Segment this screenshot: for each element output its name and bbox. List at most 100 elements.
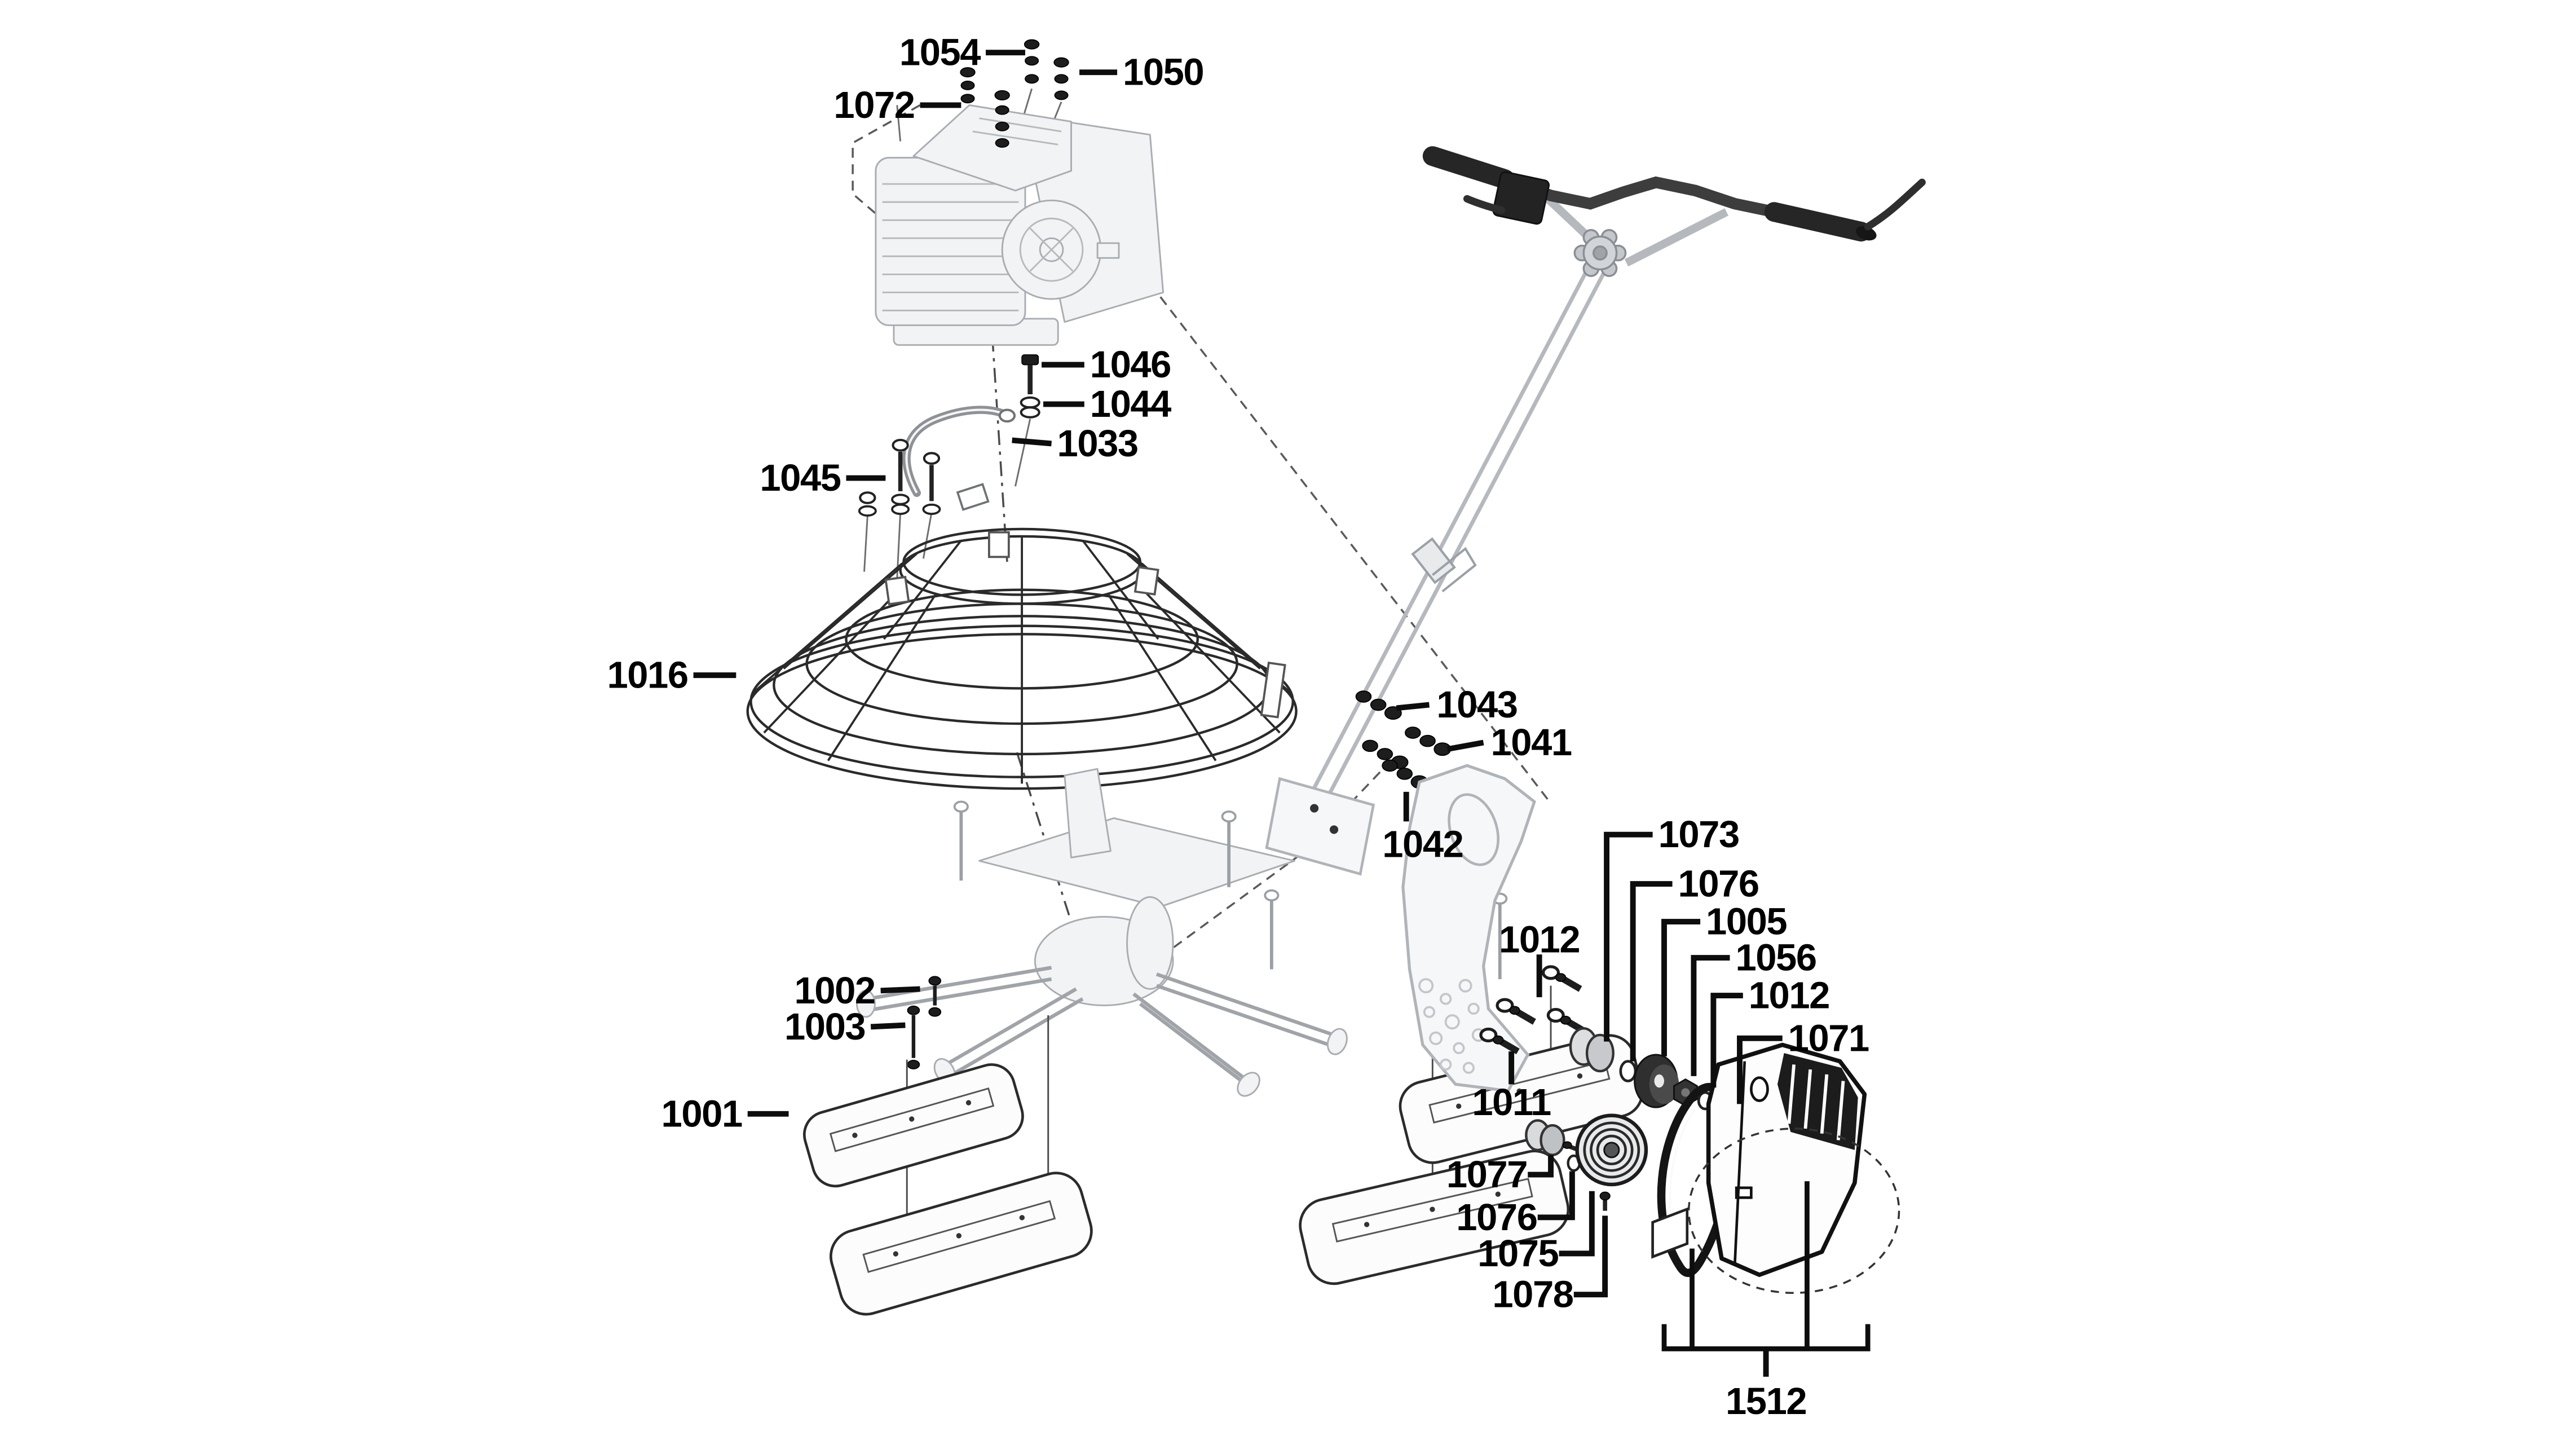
- bolt-pair: [1542, 965, 1582, 992]
- part-label-1041: 1041: [1490, 721, 1571, 764]
- part-label-1046: 1046: [1090, 343, 1171, 386]
- spider-arms: [867, 966, 1335, 1089]
- part-label-1076-top: 1076: [1678, 863, 1759, 905]
- part-label-1077: 1077: [1446, 1153, 1527, 1196]
- bracket-slot: [1448, 793, 1500, 866]
- leader-1043: [1396, 702, 1430, 711]
- part-label-1012-right: 1012: [1749, 975, 1829, 1017]
- leader-1041: [1446, 739, 1484, 752]
- part-label-1003: 1003: [784, 1006, 865, 1048]
- leader-1076-bottom: [1537, 1171, 1575, 1221]
- fasteners-1050: [1053, 57, 1069, 100]
- bushing-1073: [1569, 1027, 1615, 1073]
- part-label-1011: 1011: [1472, 1081, 1551, 1124]
- throttle-cable: [1864, 178, 1926, 231]
- clamp-handle-1033: [902, 406, 1016, 511]
- part-label-1512: 1512: [1726, 1380, 1806, 1422]
- grip-end-cap: [1856, 226, 1877, 241]
- part-label-1078: 1078: [1492, 1274, 1573, 1316]
- guard-latch: [1735, 1186, 1753, 1199]
- part-label-1076-bottom: 1076: [1456, 1196, 1537, 1239]
- leader-1005: [1661, 919, 1701, 1056]
- part-label-1044: 1044: [1090, 383, 1171, 425]
- ring-struts: [752, 537, 1293, 784]
- right-grip: [1764, 202, 1872, 242]
- left-grip: [1422, 146, 1515, 189]
- part-label-1075: 1075: [1477, 1232, 1558, 1275]
- part-label-1056: 1056: [1735, 937, 1816, 979]
- part-label-1005: 1005: [1706, 901, 1787, 943]
- part-label-1016: 1016: [607, 654, 687, 697]
- motor-shaft: [1096, 242, 1120, 259]
- part-label-1072: 1072: [833, 84, 914, 126]
- handlebar: [1499, 173, 1780, 218]
- input-pulley-edge: [1126, 896, 1174, 990]
- handlebar-assembly: [1304, 146, 1926, 814]
- fasteners-1054: [1024, 39, 1040, 84]
- washer-clusters: [1355, 690, 1452, 789]
- switch-box: [1492, 171, 1550, 225]
- guard-ring-1016: [746, 527, 1298, 790]
- guard-hole: [1750, 1076, 1769, 1102]
- riser-bracket: [1064, 768, 1111, 858]
- blade-bottom-left: [830, 1171, 1093, 1316]
- bolts-1002-1003: [907, 976, 942, 1069]
- washers-1041: [1405, 726, 1452, 756]
- decal-sticker: [1651, 1207, 1689, 1259]
- large-pulley-group: [1525, 1113, 1648, 1211]
- leader-1003: [870, 1022, 906, 1030]
- blade-bottom-right: [1299, 1149, 1570, 1285]
- leader-1073: [1604, 831, 1653, 1042]
- bolt-pair: [1496, 998, 1536, 1025]
- screw-1078: [1599, 1191, 1611, 1211]
- leader-1077: [1528, 1155, 1554, 1178]
- motor-fins: [882, 183, 1019, 311]
- pulley-1075: [1575, 1113, 1648, 1187]
- leader-1012-right: [1710, 993, 1743, 1088]
- leader-1033: [1012, 437, 1052, 447]
- gearbox-bracket: [1401, 764, 1536, 1093]
- fasteners-1072: [960, 67, 1010, 148]
- bracket-perforations: [1418, 978, 1485, 1074]
- part-label-1001: 1001: [661, 1093, 742, 1135]
- stand-bracket: [1432, 547, 1477, 593]
- washers-1043: [1355, 690, 1402, 720]
- washer-1076-top: [1619, 1060, 1637, 1082]
- part-label-1071: 1071: [1788, 1017, 1869, 1059]
- part-label-1045: 1045: [760, 457, 840, 499]
- bolt-pairs-1012-1011: [1479, 965, 1587, 1055]
- leader-1071: [1737, 1035, 1783, 1104]
- part-label-1033: 1033: [1057, 422, 1138, 465]
- vent-slats: [1787, 1064, 1845, 1140]
- leader-1076-top: [1630, 881, 1673, 1062]
- belt-guard: [1651, 1042, 1900, 1294]
- electric-motor: [875, 104, 1165, 346]
- part-label-1050: 1050: [1123, 51, 1203, 94]
- tube-clamp: [1411, 537, 1456, 584]
- leader-1002: [880, 986, 920, 994]
- rotation-dashed-circle: [1687, 1128, 1900, 1294]
- group-bracket-1512: [1661, 1181, 1871, 1351]
- leader-1075: [1559, 1191, 1595, 1257]
- part-label-1002: 1002: [794, 970, 875, 1012]
- part-label-1073: 1073: [1658, 813, 1739, 856]
- leader-1056: [1691, 955, 1730, 1076]
- ring-mount-tabs: [884, 531, 1286, 719]
- small-pulley-1005: [1634, 1054, 1679, 1108]
- handle-mount-plate: [1265, 777, 1375, 876]
- leader-1078: [1573, 1215, 1608, 1298]
- handle-tube: [1304, 253, 1597, 804]
- bolt-pair-1011: [1479, 1027, 1520, 1055]
- star-knob: [1573, 229, 1627, 278]
- blade-top-left: [802, 1063, 1024, 1188]
- part-label-1042: 1042: [1382, 823, 1463, 866]
- part-label-1043: 1043: [1436, 684, 1517, 726]
- part-label-1054: 1054: [899, 32, 981, 74]
- drive-parts: [1569, 1027, 1734, 1117]
- spider-assembly: [855, 768, 1508, 1097]
- clamp-plate: [956, 483, 990, 511]
- switch-lever: [1463, 195, 1506, 214]
